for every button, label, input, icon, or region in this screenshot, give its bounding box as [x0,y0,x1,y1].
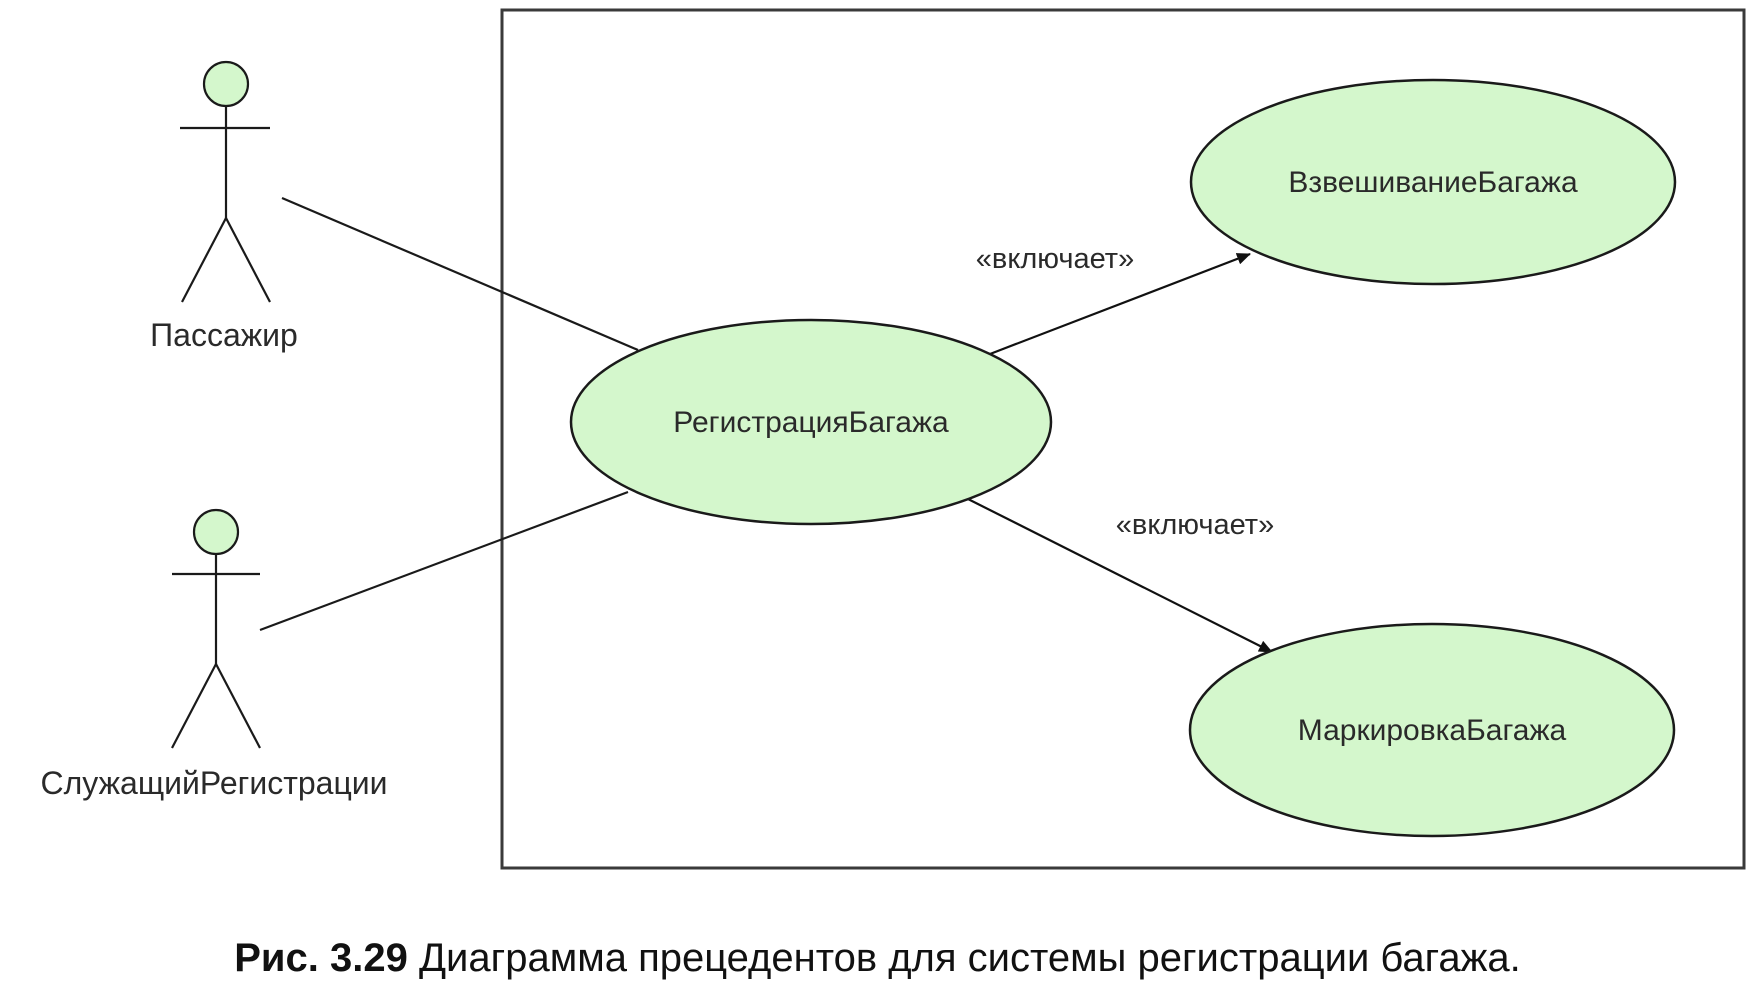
actor-clerk-icon [171,508,261,749]
use-case-marking-shape [1188,622,1676,838]
include-label-weighing: «включает» [976,243,1134,275]
include-arrow-marking [965,497,1273,653]
use-case-marking[interactable]: МаркировкаБагажа [1188,622,1676,838]
association-clerk-registration [259,490,629,632]
use-case-registration[interactable]: РегистрацияБагажа [569,318,1053,526]
include-label-marking: «включает» [1116,509,1274,541]
association-passenger-registration [281,196,639,352]
figure-caption: Рис. 3.29 Диаграмма прецедентов для сист… [0,936,1755,981]
use-case-weighing-shape [1189,78,1677,286]
actor-clerk[interactable]: СлужащийРегистрации [40,508,388,801]
actor-passenger[interactable]: Пассажир [150,60,298,353]
use-case-registration-label: РегистрацияБагажа [673,406,949,439]
figure-caption-text: Диаграмма прецедентов для системы регист… [407,936,1521,980]
use-case-registration-shape [569,318,1053,526]
use-case-marking-label: МаркировкаБагажа [1298,714,1567,747]
use-case-weighing[interactable]: ВзвешиваниеБагажа [1189,78,1677,286]
use-case-weighing-label: ВзвешиваниеБагажа [1288,166,1578,199]
actor-clerk-label: СлужащийРегистрации [40,765,387,801]
figure-number: Рис. 3.29 [234,936,408,980]
actor-passenger-icon [180,60,271,303]
system-boundary [500,8,1746,870]
include-arrow-weighing [989,252,1251,356]
actor-passenger-label: Пассажир [150,317,298,353]
